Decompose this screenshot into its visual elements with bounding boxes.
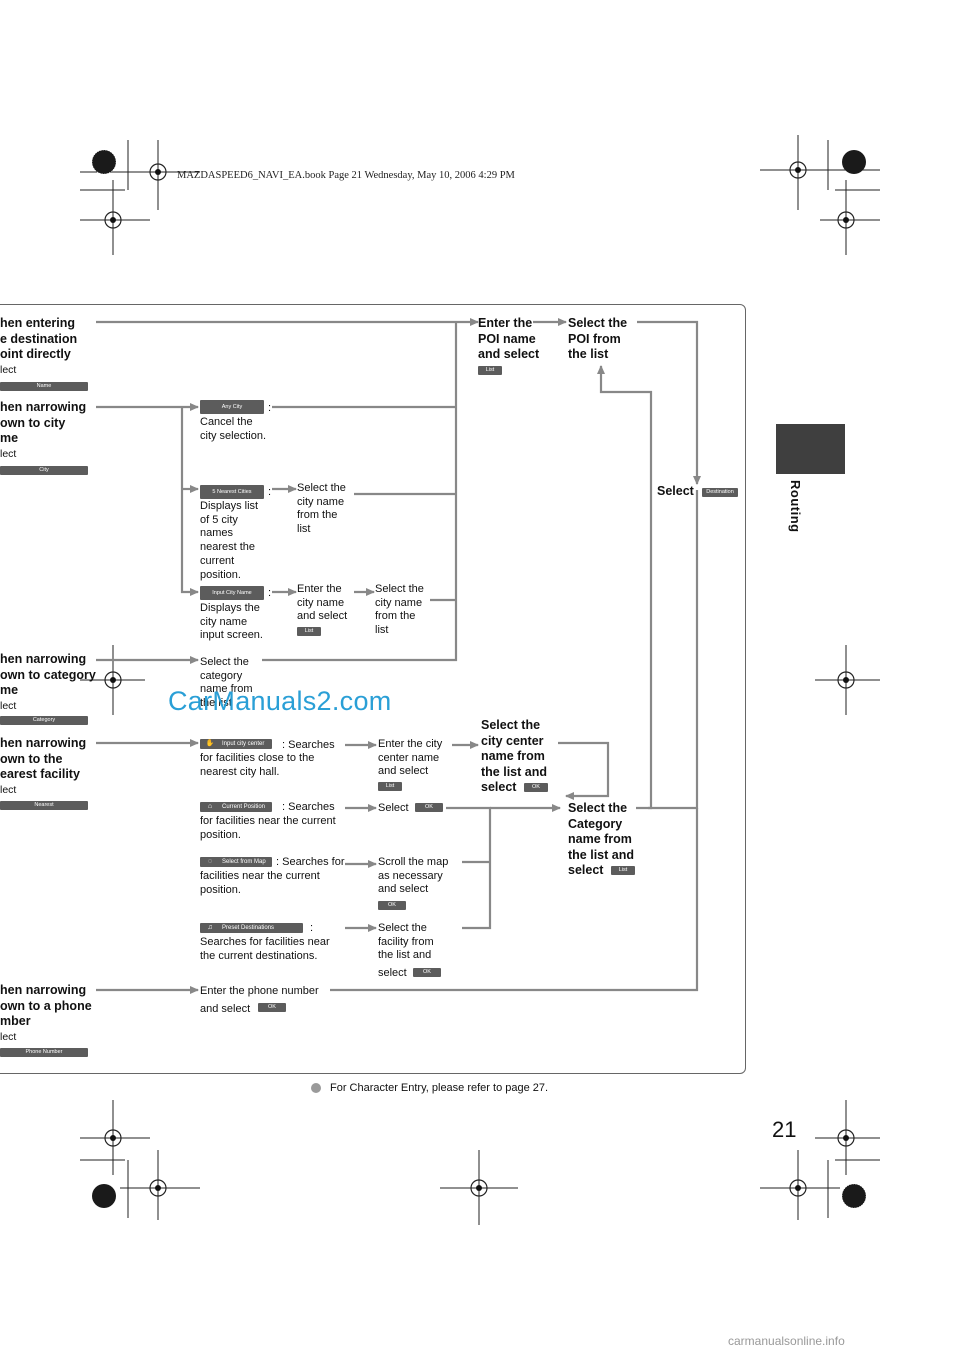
city-center-list-button[interactable]: List	[378, 782, 402, 791]
current-position-button[interactable]: ⌂Current Position	[200, 802, 272, 812]
phone-step-line1: Enter the phone number	[200, 985, 319, 997]
phone-ok-button[interactable]: OK	[258, 1003, 286, 1012]
phone-number-button[interactable]: Phone Number	[0, 1048, 88, 1057]
corner-discs	[91, 149, 867, 1209]
current-position-next: Select	[378, 802, 409, 814]
city-button[interactable]: City	[0, 466, 88, 475]
city-list-button[interactable]: List	[297, 627, 321, 636]
nearest-cities-button[interactable]: 5 Nearest Cities	[200, 485, 264, 499]
preset-destinations-button[interactable]: ♫Preset Destinations	[200, 923, 303, 933]
current-position-ok-button[interactable]: OK	[415, 803, 443, 812]
any-city-colon: :	[268, 402, 272, 414]
city-center-ok-button[interactable]: OK	[524, 783, 548, 792]
registration-dots	[110, 167, 849, 1191]
input-city-center-button[interactable]: ✋Input city center	[200, 739, 272, 749]
bottom-watermark: carmanualsonline.info	[728, 1334, 845, 1348]
connector-lines	[96, 318, 701, 994]
nearest-cities-colon: :	[268, 486, 272, 498]
registration-circles	[104, 161, 855, 1197]
destination-button[interactable]: Destination	[702, 488, 738, 497]
nearest-button[interactable]: Nearest	[0, 801, 88, 810]
routing-panel	[0, 304, 746, 1074]
facility-ok-button[interactable]: OK	[413, 968, 441, 977]
map-target-icon: ◌	[207, 858, 213, 865]
select-from-map-button[interactable]: ◌Select from Map	[200, 857, 272, 867]
input-city-name-colon: :	[268, 587, 272, 599]
footnote-bullet	[311, 1083, 321, 1093]
watermark: CarManuals2.com	[168, 686, 392, 716]
home-icon: ⌂	[207, 803, 213, 810]
page-number: 21	[772, 1117, 797, 1142]
map-ok-button[interactable]: OK	[378, 901, 406, 910]
hand-icon: ✋	[205, 740, 215, 747]
preset-destinations-select: select	[378, 967, 407, 979]
input-city-name-button[interactable]: Input City Name	[200, 586, 264, 600]
section-tab-block	[776, 424, 845, 474]
flag-icon: ♫	[207, 924, 213, 931]
footnote: For Character Entry, please refer to pag…	[330, 1082, 549, 1094]
phone-step-prefix: and select	[200, 1003, 251, 1015]
book-header-line: MAZDASPEED6_NAVI_EA.book Page 21 Wednesd…	[177, 170, 515, 181]
category-button[interactable]: Category	[0, 716, 88, 725]
input-city-center-desc-first: : Searches	[282, 739, 335, 751]
section-tab-label: Routing	[788, 480, 803, 533]
poi-list-button[interactable]: List	[478, 366, 502, 375]
select-from-map-desc-first: : Searches for	[276, 856, 345, 868]
current-position-desc-first: : Searches	[282, 801, 335, 813]
category-list-button[interactable]: List	[611, 866, 635, 875]
preset-destinations-desc-first: :	[310, 922, 314, 934]
any-city-button[interactable]: Any City	[200, 400, 264, 414]
destination-select-label: Select	[657, 484, 694, 498]
name-button[interactable]: Name	[0, 382, 88, 391]
